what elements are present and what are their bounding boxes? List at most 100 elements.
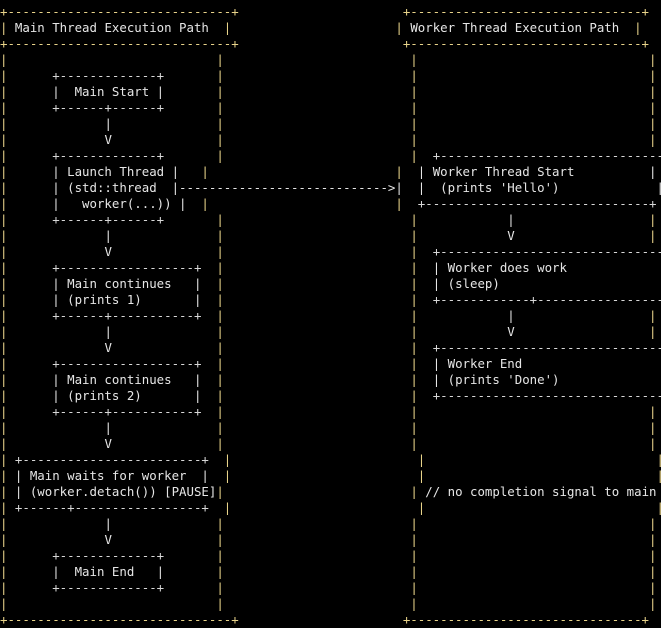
diagram-segment: | [104,324,112,339]
diagram-segment: +-------------+ [52,148,165,163]
diagram-segment [231,468,418,483]
diagram-segment: | [0,20,15,35]
diagram-line: | +-------------+ | | | [0,580,661,596]
diagram-line: | +------+------+ | | | [0,100,661,116]
diagram-segment: | [410,356,433,371]
diagram-segment: | | [410,548,657,563]
diagram-segment: +------------------+ [52,356,202,371]
diagram-segment [224,100,411,115]
diagram-segment [224,84,411,99]
diagram-segment: | [395,164,418,179]
diagram-segment: +------------------------------+ [0,612,239,627]
diagram-segment: | [111,132,224,147]
diagram-segment: | (prints 'Hello') | [417,180,661,195]
diagram-segment: +------------------------------+ [0,4,239,19]
diagram-segment: | [164,84,224,99]
diagram-segment: | | [417,500,661,515]
diagram-segment: V [507,228,515,243]
diagram-segment: | | [410,100,657,115]
diagram-segment: V [104,132,112,147]
diagram-segment: V [104,244,112,259]
diagram-segment: | [208,452,232,467]
diagram-segment: | [164,148,224,163]
diagram-segment: | [0,196,53,211]
diagram-segment: | [186,196,209,211]
diagram-line: | | | | | [0,516,661,532]
diagram-segment: | [0,452,15,467]
diagram-segment: | | [410,532,657,547]
diagram-line: | | (prints 1) | | | +------------+-----… [0,292,661,308]
diagram-segment: | | [417,468,661,483]
diagram-line: | | Main End | | | | [0,564,661,580]
diagram-segment: | [0,164,53,179]
diagram-line: | | Main continues | | | | (sleep) | [0,276,661,292]
diagram-segment: +------+-----------------+ [14,500,209,515]
diagram-segment: | | [410,564,657,579]
diagram-segment: | | [417,452,661,467]
diagram-segment: | | [410,132,657,147]
diagram-line: | +------+-----------------+ | | | [0,500,661,516]
diagram-segment [224,308,411,323]
diagram-segment: | [507,212,515,227]
diagram-segment: | [104,116,112,131]
diagram-segment: | [410,260,433,275]
diagram-segment: | [0,68,53,83]
diagram-segment: | [395,196,418,211]
diagram-line: +------------------------------+ +------… [0,4,661,20]
diagram-segment: | [0,116,105,131]
diagram-line: | +------------------------+ | | | [0,452,661,468]
diagram-segment: | [111,244,224,259]
diagram-segment: | [410,148,433,163]
diagram-segment: | [0,148,53,163]
diagram-segment: Worker Thread Execution Path [410,20,620,35]
diagram-segment: | [514,308,657,323]
diagram-segment: | [201,308,224,323]
diagram-segment: | | [410,580,657,595]
diagram-segment: | Main waits for worker | [14,468,209,483]
diagram-segment: | (worker.detach()) [PAUSE] [14,484,217,499]
diagram-segment: | [410,244,433,259]
diagram-segment: | | [0,52,224,67]
diagram-segment [224,420,411,435]
diagram-line: | +------------------+ | | | Worker does… [0,260,661,276]
diagram-segment: | | [410,116,657,131]
diagram-segment: | [201,292,224,307]
diagram-segment [239,612,403,627]
diagram-segment: | [0,372,53,387]
diagram-segment: | [0,516,105,531]
diagram-segment: | [208,500,232,515]
diagram-segment: | worker(...)) | [52,196,187,211]
diagram-segment: | [0,356,53,371]
diagram-segment: | Launch Thread | [52,164,180,179]
diagram-segment: V [507,324,515,339]
diagram-line: | | Main waits for worker | | | | [0,468,661,484]
diagram-segment [224,116,411,131]
diagram-segment: | [201,372,224,387]
diagram-segment: +------------------------------+ [417,196,657,211]
diagram-line: | +-------------+ | | | [0,548,661,564]
diagram-segment: +------+------+ [52,100,165,115]
diagram-line: | +------+------+ | | | | [0,212,661,228]
diagram-segment: | [0,532,105,547]
diagram-segment: +-------------+ [52,68,165,83]
diagram-segment: | [208,20,232,35]
diagram-segment: | [514,212,657,227]
diagram-segment: | [0,244,105,259]
diagram-segment [231,500,418,515]
diagram-segment: | [0,436,105,451]
diagram-line: | | (worker.detach()) [PAUSE]| | // no c… [0,484,661,500]
diagram-line: | | Main continues | | | | (prints 'Done… [0,372,661,388]
diagram-segment: | | [410,52,657,67]
diagram-segment: | [410,484,426,499]
diagram-line: | | Main Start | | | | [0,84,661,100]
diagram-segment: | [111,116,224,131]
diagram-segment: | (prints 'Done') | [432,372,661,387]
diagram-segment: | (prints 2) | [52,388,202,403]
diagram-segment: | [111,532,224,547]
diagram-segment [224,372,411,387]
diagram-segment [224,516,411,531]
diagram-line: | | | | | [0,116,661,132]
diagram-segment: +------------------------------+ [432,148,661,163]
diagram-segment: | [216,484,224,499]
diagram-segment [224,324,411,339]
